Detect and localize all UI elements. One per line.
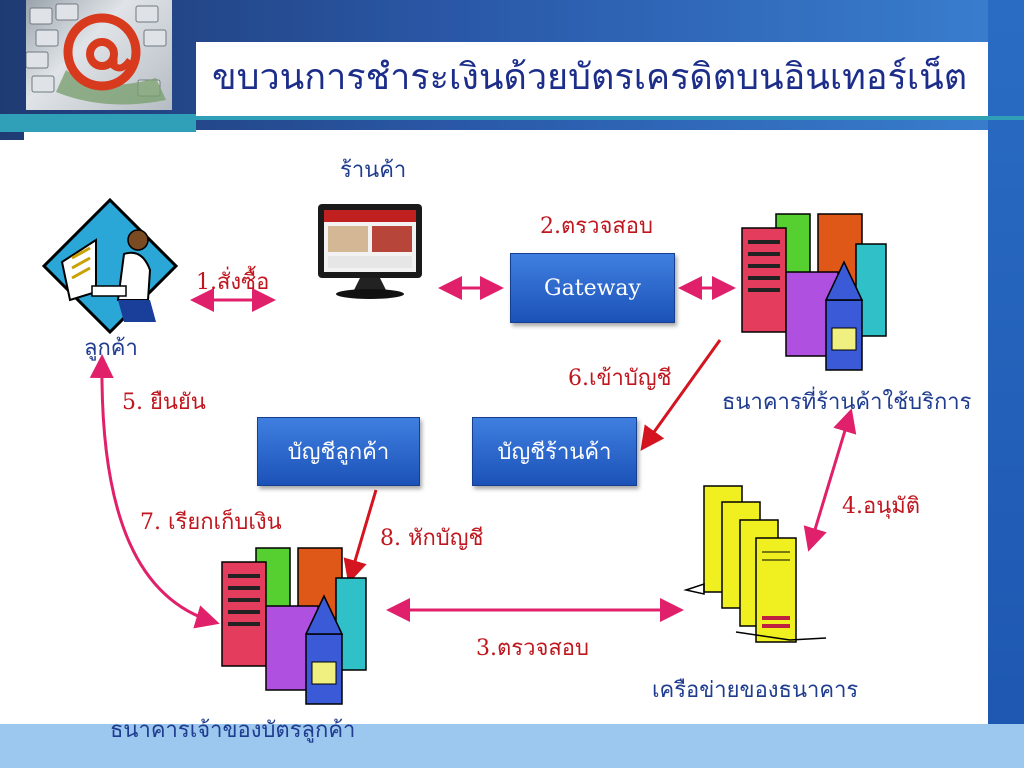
teal-accent-bar (0, 114, 196, 132)
gateway-box: Gateway (510, 253, 675, 323)
step-8-label: 8. หักบัญชี (380, 526, 484, 551)
issuer-bank-label: ธนาคารเจ้าของบัตรลูกค้า (110, 718, 356, 743)
footer-band (0, 724, 1024, 768)
step-7-label: 7. เรียกเก็บเงิน (140, 510, 282, 535)
step-2-label: 2.ตรวจสอบ (540, 214, 653, 239)
arrow-debit (343, 489, 378, 584)
computer-user-icon (41, 197, 179, 335)
monitor-shop-icon (318, 204, 422, 299)
servers-icon (683, 485, 827, 643)
arrow-confirm-charge (89, 354, 220, 629)
teal-accent-line (196, 116, 1024, 120)
step-5-label: 5. ยืนยัน (122, 390, 206, 415)
shop-label: ร้านค้า (340, 158, 407, 183)
step-3-label: 3.ตรวจสอบ (476, 636, 589, 661)
at-sign-photo (26, 0, 172, 110)
page-title: ขบวนการชำระเงินด้วยบัตรเครดิตบนอินเทอร์เ… (212, 57, 968, 98)
bank-network-label: เครือข่ายของธนาคาร (652, 678, 859, 703)
step-1-label: 1.สั่งซื้อ (196, 270, 270, 295)
shop-account-box: บัญชีร้านค้า (472, 417, 637, 486)
title-box (196, 42, 988, 116)
step-6-label: 6.เข้าบัญชี (568, 366, 672, 391)
buildings-icon-issuer (221, 547, 367, 705)
customer-account-box: บัญชีลูกค้า (257, 417, 420, 486)
arrow-approve (803, 408, 857, 552)
arrow-deposit (640, 339, 722, 451)
step-4-label: 4.อนุมัติ (842, 494, 921, 519)
buildings-icon-merchant (741, 213, 887, 371)
right-band (988, 0, 1024, 768)
customer-label: ลูกค้า (84, 336, 138, 361)
merchant-bank-label: ธนาคารที่ร้านค้าใช้บริการ (722, 390, 972, 415)
